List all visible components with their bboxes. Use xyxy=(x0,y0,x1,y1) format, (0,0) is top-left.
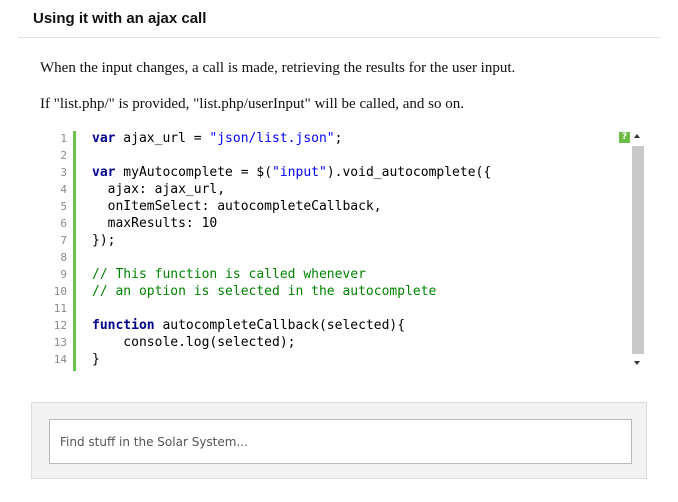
code-comment: // an option is selected in the autocomp… xyxy=(92,284,437,299)
section-header: Using it with an ajax call xyxy=(18,0,660,38)
description-paragraph: When the input changes, a call is made, … xyxy=(40,60,516,76)
code-token: ).void_autocomplete({ xyxy=(326,165,492,180)
code-token: maxResults: 10 xyxy=(92,216,218,231)
code-comment: // This function is called whenever xyxy=(92,267,366,282)
line-number: 2 xyxy=(60,149,67,162)
line-number: 13 xyxy=(53,336,67,349)
line-number: 12 xyxy=(53,319,67,332)
code-token: ajax_url = xyxy=(115,131,210,146)
code-string: "json/list.json" xyxy=(209,131,335,146)
line-number: 9 xyxy=(60,268,67,281)
help-icon[interactable]: ? xyxy=(619,132,630,143)
code-keyword: function xyxy=(92,318,155,333)
code-token: console.log(selected); xyxy=(92,335,296,350)
line-number: 5 xyxy=(60,200,67,213)
scroll-up-arrow-icon[interactable] xyxy=(634,134,640,138)
section-title: Using it with an ajax call xyxy=(33,10,207,27)
code-line: // an option is selected in the autocomp… xyxy=(92,283,436,300)
line-number: 1 xyxy=(60,132,67,145)
code-line: var ajax_url = "json/list.json"; xyxy=(92,130,342,147)
code-token: } xyxy=(92,352,100,367)
code-line: // This function is called whenever xyxy=(92,266,366,283)
line-number: 11 xyxy=(53,302,67,315)
code-token: ; xyxy=(334,131,343,146)
line-number: 10 xyxy=(53,285,67,298)
code-line: var myAutocomplete = $("input").void_aut… xyxy=(92,164,491,181)
gutter-border xyxy=(73,131,76,371)
line-number: 7 xyxy=(60,234,67,247)
line-number: 8 xyxy=(60,251,67,264)
line-number: 14 xyxy=(53,353,67,366)
code-line: function autocompleteCallback(selected){ xyxy=(92,317,405,334)
code-token: ajax: ajax_url, xyxy=(92,182,226,197)
code-token: myAutocomplete = $( xyxy=(115,165,273,180)
scroll-down-arrow-icon[interactable] xyxy=(634,361,640,365)
line-number: 4 xyxy=(60,183,67,196)
code-token: autocompleteCallback(selected){ xyxy=(154,318,406,333)
code-line: }); xyxy=(92,232,115,249)
scrollbar-thumb[interactable] xyxy=(632,146,644,354)
usage-paragraph: If "list.php/" is provided, "list.php/us… xyxy=(40,96,465,112)
code-line: } xyxy=(92,351,100,368)
solar-system-search-input[interactable] xyxy=(49,419,632,464)
line-number: 3 xyxy=(60,166,67,179)
code-token: onItemSelect: autocompleteCallback, xyxy=(92,199,382,214)
code-token: }); xyxy=(92,233,116,248)
code-line: console.log(selected); xyxy=(92,334,296,351)
line-number: 6 xyxy=(60,217,67,230)
code-keyword: var xyxy=(92,131,116,146)
code-keyword: var xyxy=(92,165,116,180)
code-string: "input" xyxy=(272,165,327,180)
demo-panel xyxy=(31,402,647,479)
code-line: ajax: ajax_url, xyxy=(92,181,225,198)
code-line: maxResults: 10 xyxy=(92,215,218,232)
code-line: onItemSelect: autocompleteCallback, xyxy=(92,198,382,215)
